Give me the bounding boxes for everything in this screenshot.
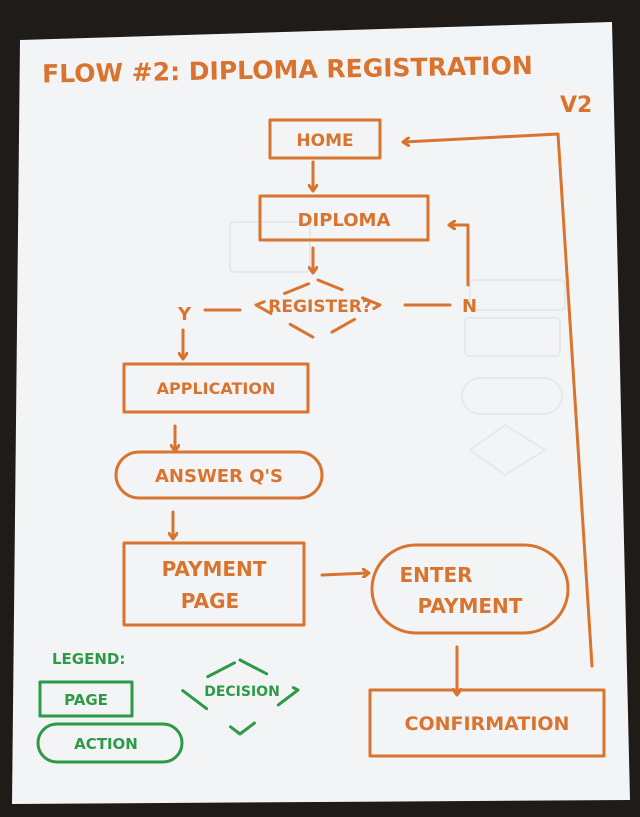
diploma-page-box [258, 194, 430, 242]
enter-payment-action-pill [370, 543, 570, 635]
arrow-payment-page-to-enter-payment [320, 573, 368, 575]
home-page-box [268, 118, 382, 160]
no-branch-label: N [462, 296, 477, 317]
enter-payment-action-label-line1: ENTER [399, 563, 472, 587]
legend-action-pill [36, 722, 184, 764]
bleed-through-marks [229, 221, 566, 477]
confirmation-page-box [368, 688, 606, 758]
yes-branch-label: Y [177, 304, 192, 325]
confirmation-page-label: CONFIRMATION [405, 713, 570, 735]
register-decision-label: REGISTER? [268, 297, 371, 317]
application-page-box [122, 362, 310, 414]
enter-payment-action-label-line2: PAYMENT [418, 594, 523, 618]
legend-title: LEGEND: [52, 650, 125, 668]
payment-page-label-line2: PAGE [181, 589, 239, 613]
answer-questions-action-pill [114, 450, 324, 500]
legend-page-box [38, 680, 134, 718]
version-label: V2 [560, 93, 592, 118]
answer-questions-action-label: ANSWER Q'S [155, 466, 283, 487]
payment-page-label-line1: PAYMENT [162, 557, 267, 581]
arrow-no-back-to-diploma [450, 225, 470, 287]
home-page-label: HOME [296, 131, 353, 151]
paper-sheet [12, 22, 630, 804]
legend-decision-diamond [180, 658, 300, 736]
arrow-confirmation-back-to-home [404, 132, 594, 668]
diploma-page-label: DIPLOMA [298, 210, 391, 231]
legend-page-label: PAGE [64, 691, 108, 709]
application-page-label: APPLICATION [157, 379, 276, 398]
payment-page-box [122, 541, 306, 627]
legend-decision-label: DECISION [204, 684, 280, 700]
legend-action-label: ACTION [74, 735, 138, 753]
